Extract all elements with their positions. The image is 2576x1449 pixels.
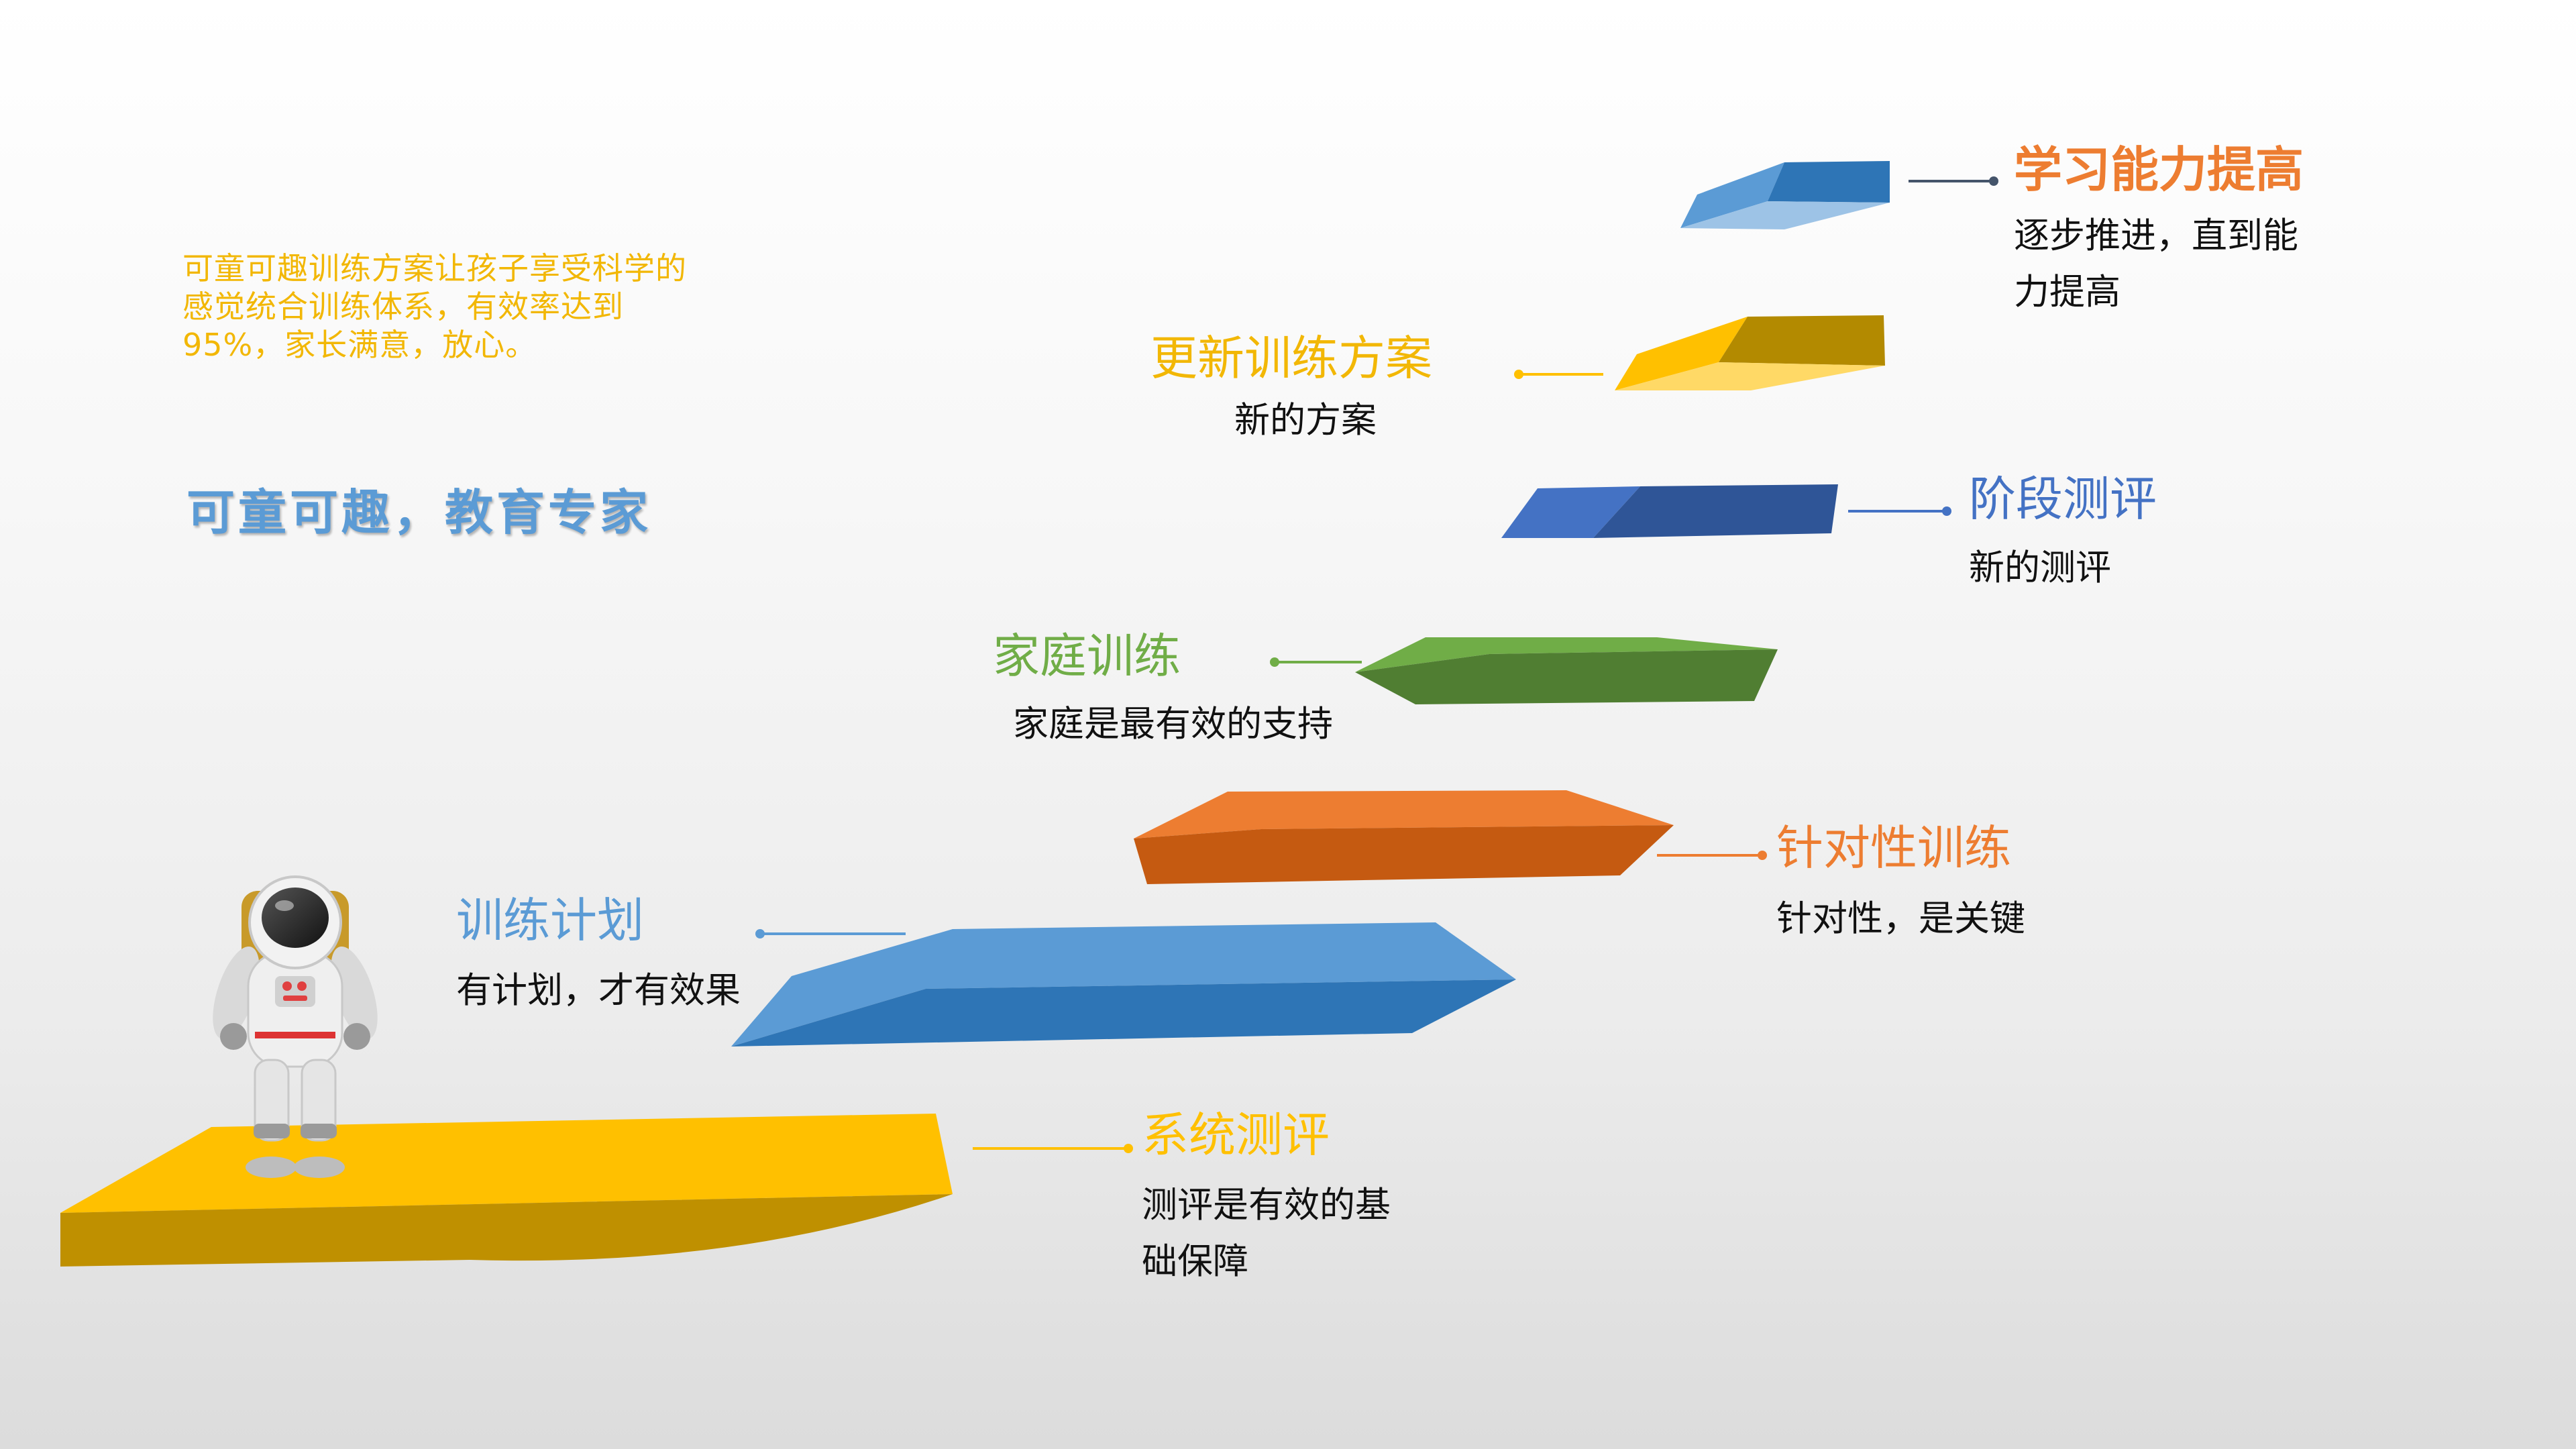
platform-top xyxy=(1355,637,1778,672)
astronaut-icon xyxy=(213,875,378,1178)
slogan: 可童可趣，教育专家 xyxy=(186,484,652,541)
platform-bottom xyxy=(1615,362,1885,390)
connector-tigao xyxy=(1909,176,1998,186)
step-title-gengxin: 更新训练方案 xyxy=(1150,331,1432,386)
step-title-jiating: 家庭训练 xyxy=(993,629,1181,684)
step-platform-jieduan xyxy=(1501,484,1838,538)
connector-jihua xyxy=(755,929,906,938)
step-platform-zhendui xyxy=(1134,790,1674,884)
platform-front xyxy=(1355,649,1778,704)
step-desc-gengxin: 新的方案 xyxy=(1234,400,1377,441)
connector-gengxin xyxy=(1514,370,1603,379)
platform-top xyxy=(1615,317,1748,390)
step-title-jihua: 训练计划 xyxy=(456,893,644,948)
step-title-jieduan: 阶段测评 xyxy=(1969,472,2157,527)
step-platform-jiating xyxy=(1355,637,1778,704)
connector-xitong xyxy=(973,1144,1133,1153)
step-title-tigao: 学习能力提高 xyxy=(2014,142,2304,198)
platform-front xyxy=(731,979,1516,1046)
platform-front xyxy=(1768,161,1890,203)
step-desc-jieduan: 新的测评 xyxy=(1969,547,2111,588)
connector-jieduan xyxy=(1848,506,1951,516)
platform-front xyxy=(1134,825,1674,884)
step-desc-jihua: 有计划，才有效果 xyxy=(456,970,741,1011)
platform-front xyxy=(1593,484,1838,538)
step-title-xitong: 系统测评 xyxy=(1142,1108,1330,1163)
step-desc-xitong: 测评是有效的基础保障 xyxy=(1142,1185,1391,1282)
step-platform-xitong xyxy=(60,1114,953,1267)
intro-paragraph: 可童可趣训练方案让孩子享受科学的感觉统合训练体系，有效率达到95%，家长满意，放… xyxy=(182,250,687,363)
platform-top xyxy=(731,922,1516,1046)
step-desc-zhendui: 针对性，是关键 xyxy=(1776,898,2025,939)
step-desc-tigao: 逐步推进，直到能力提高 xyxy=(2014,215,2298,313)
connector-zhendui xyxy=(1657,851,1767,860)
step-platform-jihua xyxy=(731,922,1516,1046)
step-platform-gengxin xyxy=(1615,315,1885,390)
step-desc-jiating: 家庭是最有效的支持 xyxy=(1013,704,1333,745)
step-title-zhendui: 针对性训练 xyxy=(1776,820,2011,875)
platform-bottom xyxy=(1680,201,1890,229)
platform-front xyxy=(1719,315,1885,366)
platform-top xyxy=(1134,790,1674,839)
step-platform-tigao xyxy=(1680,161,1890,229)
connector-jiating xyxy=(1270,657,1362,667)
platform-front xyxy=(60,1194,953,1267)
platform-side xyxy=(1501,486,1640,538)
platform-top xyxy=(1680,162,1784,228)
